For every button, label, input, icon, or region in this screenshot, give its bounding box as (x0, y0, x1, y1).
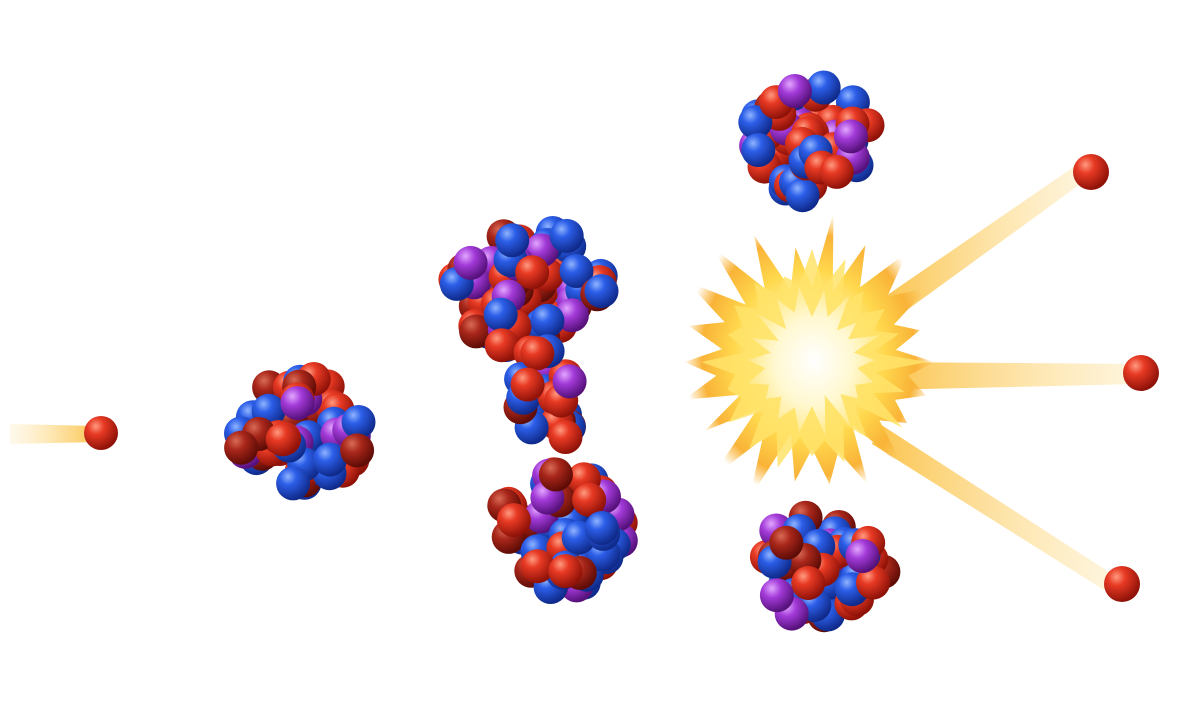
nucleon (741, 133, 776, 167)
nucleon (845, 539, 880, 573)
neutron-particle-icon (84, 416, 118, 450)
energy-burst-icon (683, 212, 935, 499)
incoming-neutron-trail (10, 424, 98, 444)
deforming-nucleus (438, 216, 638, 604)
nucleon (584, 274, 619, 309)
emitted-neutrons (1073, 154, 1159, 602)
nucleon (777, 74, 812, 108)
nucleon (515, 255, 550, 290)
nucleon (759, 578, 794, 613)
nucleon (549, 218, 584, 253)
neutron-particle-icon (1104, 566, 1140, 602)
nucleon (769, 525, 804, 560)
nucleon (340, 433, 375, 468)
beam-upper (880, 164, 1086, 318)
nucleon (785, 178, 820, 213)
nucleon (520, 336, 555, 371)
nucleon (572, 482, 607, 517)
nucleon (341, 405, 376, 439)
nucleon (584, 511, 619, 545)
nucleon (496, 503, 531, 538)
emitted-neutron-beams (872, 164, 1138, 590)
nucleon (833, 119, 868, 154)
nucleon (483, 297, 518, 332)
nucleon (819, 154, 854, 189)
nucleon (548, 554, 583, 589)
incoming-neutron (10, 416, 118, 450)
neutron-particle-icon (1123, 355, 1159, 391)
nucleon (791, 566, 826, 600)
nucleon (538, 457, 573, 492)
nucleon (856, 565, 890, 600)
nucleon (276, 466, 311, 501)
fragment-nucleus-bottom (749, 500, 901, 633)
nucleon (552, 364, 587, 399)
nucleon (530, 303, 565, 338)
nucleon (548, 420, 583, 454)
nucleon (453, 245, 488, 280)
nucleon (484, 328, 519, 363)
target-nucleus (224, 362, 376, 501)
nucleon (520, 549, 555, 584)
nucleon (806, 70, 841, 105)
nucleon (495, 223, 530, 258)
beam-lower (872, 424, 1112, 590)
nucleon (559, 254, 594, 288)
fragment-nucleus-top (738, 70, 885, 213)
nucleon (459, 314, 494, 349)
nucleon (510, 367, 545, 402)
neutron-particle-icon (1073, 154, 1109, 190)
nucleon (265, 422, 300, 457)
beam-middle (880, 362, 1138, 390)
nucleon (224, 430, 259, 465)
nucleon (280, 386, 315, 421)
nucleon (313, 442, 347, 477)
